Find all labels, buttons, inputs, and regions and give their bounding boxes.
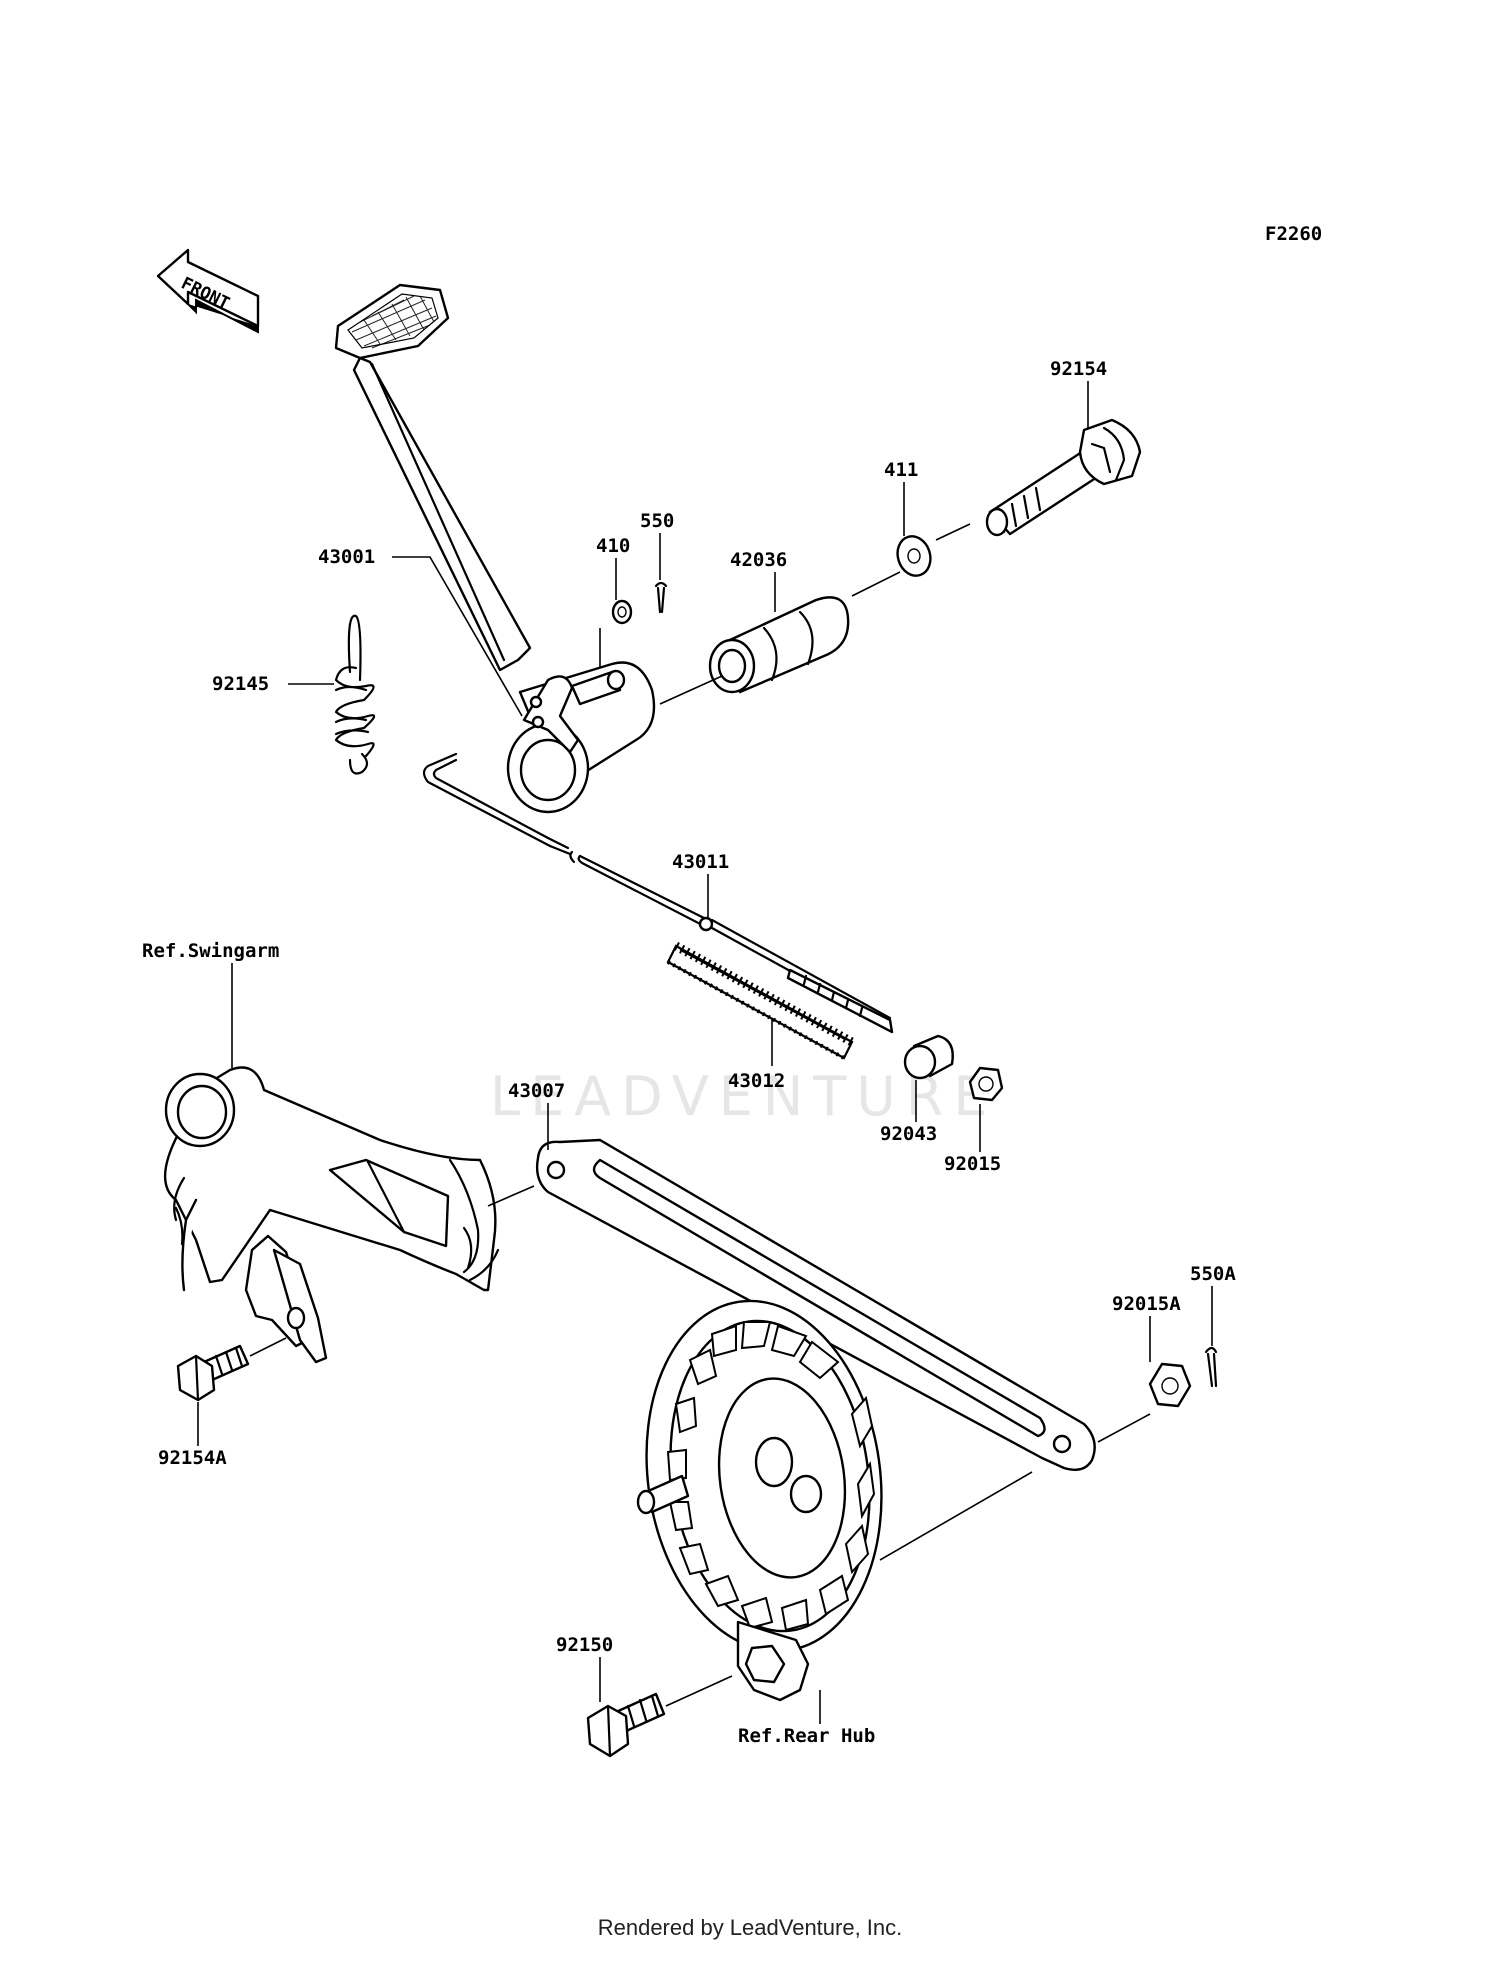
diagram-code: F2260 [1265, 223, 1322, 245]
spring-43012 [666, 942, 855, 1060]
leader-43001 [392, 556, 523, 717]
render-credit: Rendered by LeadVenture, Inc. [597, 1915, 903, 1940]
label-92150: 92150 [556, 1634, 613, 1656]
torque-link-43007 [535, 1138, 1096, 1471]
trunnion-92043 [903, 1034, 954, 1080]
label-42036: 42036 [730, 549, 787, 571]
nut-92015A [1148, 1362, 1192, 1408]
spring-92145 [334, 614, 376, 775]
label-92015: 92015 [944, 1153, 1001, 1175]
cotter-pin-550A [1204, 1346, 1218, 1388]
washer-410 [611, 599, 633, 625]
label-43001: 43001 [318, 546, 375, 568]
bolt-92150 [586, 1692, 666, 1758]
label-43007: 43007 [508, 1080, 565, 1102]
cotter-pin-550 [654, 581, 668, 614]
watermark: LEADVENTURE [490, 1065, 997, 1128]
brake-rod-43011 [422, 752, 894, 1034]
rear-hub-ref [636, 1299, 883, 1702]
label-92154: 92154 [1050, 358, 1107, 380]
label-92015A: 92015A [1112, 1293, 1181, 1315]
label-550: 550 [640, 510, 674, 532]
label-ref-swingarm: Ref.Swingarm [142, 940, 279, 962]
label-92145: 92145 [212, 673, 269, 695]
label-43012: 43012 [728, 1070, 785, 1092]
label-411: 411 [884, 459, 918, 481]
label-92154A: 92154A [158, 1447, 227, 1469]
nut-92015 [968, 1066, 1004, 1102]
bolt-92154A [176, 1344, 250, 1402]
label-43011: 43011 [672, 851, 729, 873]
label-550A: 550A [1190, 1263, 1236, 1285]
collar-42036 [708, 596, 850, 694]
brake-pedal-43001 [334, 283, 656, 814]
swingarm-ref [163, 1066, 500, 1364]
washer-411 [896, 535, 932, 577]
bolt-92154 [985, 418, 1142, 537]
label-410: 410 [596, 535, 630, 557]
label-ref-rear-hub: Ref.Rear Hub [738, 1725, 875, 1747]
front-arrow-icon: FRONT [156, 248, 260, 334]
label-92043: 92043 [880, 1123, 937, 1145]
